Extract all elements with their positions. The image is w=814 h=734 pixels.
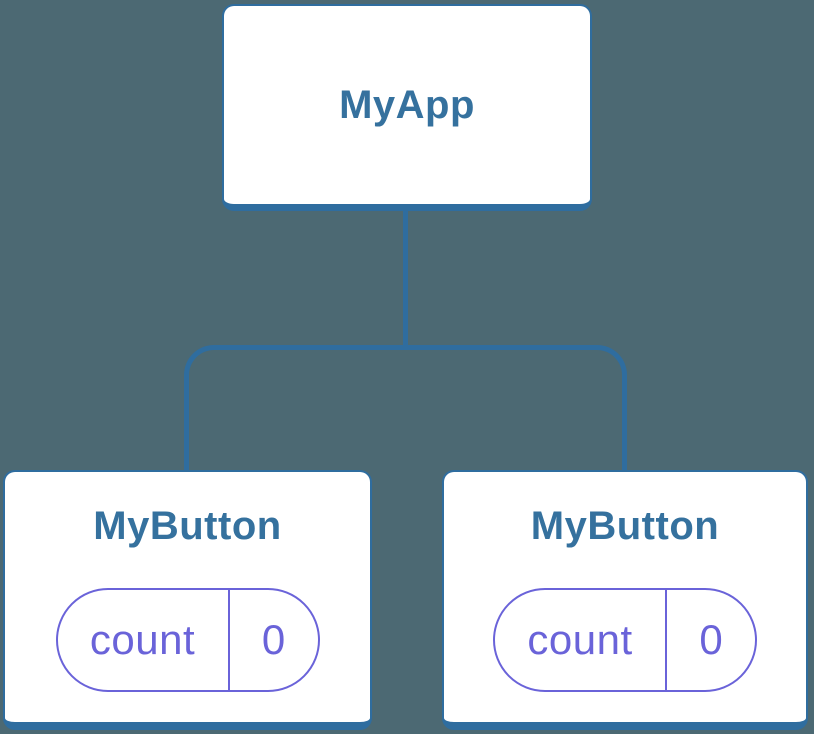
root-component-label: MyApp bbox=[339, 83, 475, 127]
connector-stem bbox=[403, 211, 408, 347]
state-value-1: 0 bbox=[227, 590, 318, 690]
connector-branch bbox=[184, 345, 627, 471]
child-component-node-2: MyButton count 0 bbox=[442, 470, 808, 730]
state-key-2: count bbox=[527, 616, 633, 663]
state-value-2: 0 bbox=[665, 590, 755, 690]
state-pill-2: count 0 bbox=[493, 588, 757, 692]
child-component-node-1: MyButton count 0 bbox=[3, 470, 372, 730]
child-component-label-1: MyButton bbox=[93, 504, 282, 548]
state-pill-1: count 0 bbox=[55, 588, 320, 692]
root-component-node: MyApp bbox=[222, 4, 592, 211]
child-component-label-2: MyButton bbox=[530, 504, 720, 548]
state-key-1: count bbox=[89, 616, 196, 663]
